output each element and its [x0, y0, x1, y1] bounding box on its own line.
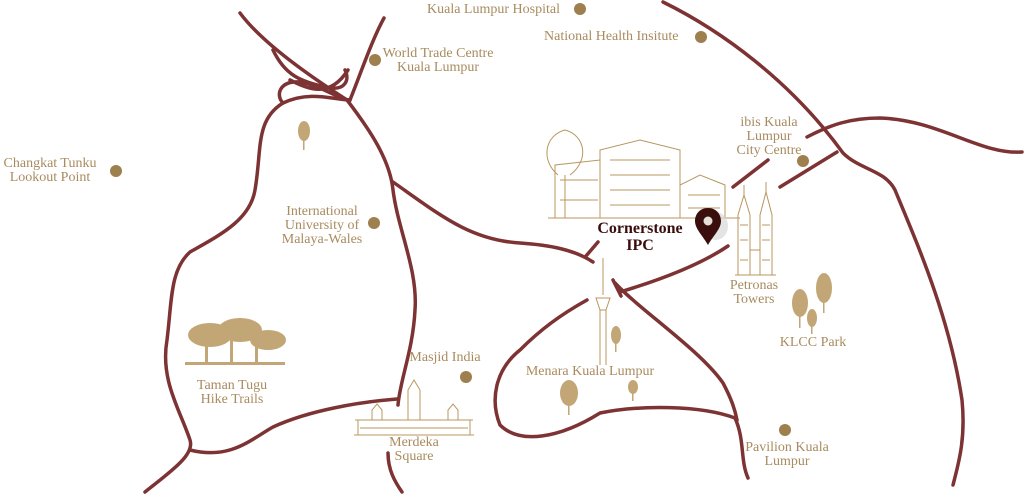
- menara-tower-illustration: [595, 258, 611, 365]
- road-central-north: [238, 11, 418, 407]
- location-dot-wtc[interactable]: [369, 54, 381, 66]
- label-line: IPC: [626, 237, 654, 254]
- tree-icon: [807, 309, 817, 334]
- location-dot-kl-hospital[interactable]: [574, 3, 586, 15]
- label-line: University of: [284, 218, 360, 233]
- road-ibis-1: [731, 158, 770, 189]
- label-line: Malaya-Wales: [281, 232, 363, 247]
- label-line: Petronas: [729, 278, 779, 293]
- label-line: Pavilion Kuala: [745, 440, 829, 455]
- label-klcc-park: KLCC Park: [779, 335, 847, 350]
- road-taman: [188, 397, 399, 455]
- tree-icon: [792, 289, 808, 328]
- label-line: Lumpur: [746, 129, 792, 144]
- label-line: City Centre: [736, 143, 802, 158]
- road-tee-1: [584, 240, 600, 258]
- location-dot-iumw[interactable]: [368, 217, 380, 229]
- road-menara-east: [613, 281, 739, 422]
- tree-icon: [298, 121, 310, 150]
- cornerstone-building-illustration: [546, 129, 740, 219]
- interchange-loop: [271, 48, 352, 105]
- tree-icon: [628, 380, 638, 401]
- label-line: Lumpur: [764, 454, 810, 469]
- label-kl-hospital: Kuala Lumpur Hospital: [427, 2, 560, 17]
- tree-icon: [611, 326, 621, 352]
- label-line: Changkat Tunku: [3, 156, 97, 171]
- label-line: Square: [394, 449, 434, 464]
- tree-icon: [816, 273, 832, 313]
- road-merdeka-south: [386, 451, 404, 494]
- taman-trees-illustration: [185, 318, 286, 365]
- road-east-main: [661, 0, 965, 487]
- location-dot-pavilion[interactable]: [779, 424, 791, 436]
- location-dot-masjid-india[interactable]: [460, 371, 472, 383]
- label-line: Hike Trails: [200, 392, 264, 407]
- label-line: Towers: [733, 292, 775, 307]
- location-dot-national-health[interactable]: [695, 31, 707, 43]
- road-menara-loop: [493, 298, 750, 480]
- label-line: Kuala Lumpur: [396, 60, 480, 75]
- label-menara: Menara Kuala Lumpur: [525, 364, 655, 379]
- location-dot-changkat[interactable]: [110, 165, 122, 177]
- road-northeast: [805, 116, 1024, 154]
- road-to-petronas: [618, 244, 730, 294]
- map-pin-icon[interactable]: [695, 208, 728, 245]
- road-tee-2: [611, 278, 623, 298]
- location-dot-ibis[interactable]: [797, 155, 809, 167]
- label-line: Taman Tugu: [196, 378, 268, 393]
- road-ibis-2: [778, 150, 839, 189]
- label-masjid-india: Masjid India: [409, 350, 481, 365]
- label-line: World Trade Centre: [382, 46, 494, 61]
- merdeka-building-illustration: [354, 379, 474, 436]
- label-line: ibis Kuala: [740, 115, 798, 130]
- label-line: Lookout Point: [9, 170, 91, 185]
- tree-icon: [560, 380, 578, 415]
- petronas-towers-illustration: [735, 182, 776, 276]
- label-line: Merdeka: [389, 435, 439, 450]
- label-national-health: National Health Insitute: [544, 29, 679, 44]
- road-to-cornerstone: [391, 180, 595, 264]
- label-line: International: [286, 204, 358, 219]
- label-line: Cornerstone: [597, 220, 683, 237]
- road-west-loop: [143, 16, 386, 494]
